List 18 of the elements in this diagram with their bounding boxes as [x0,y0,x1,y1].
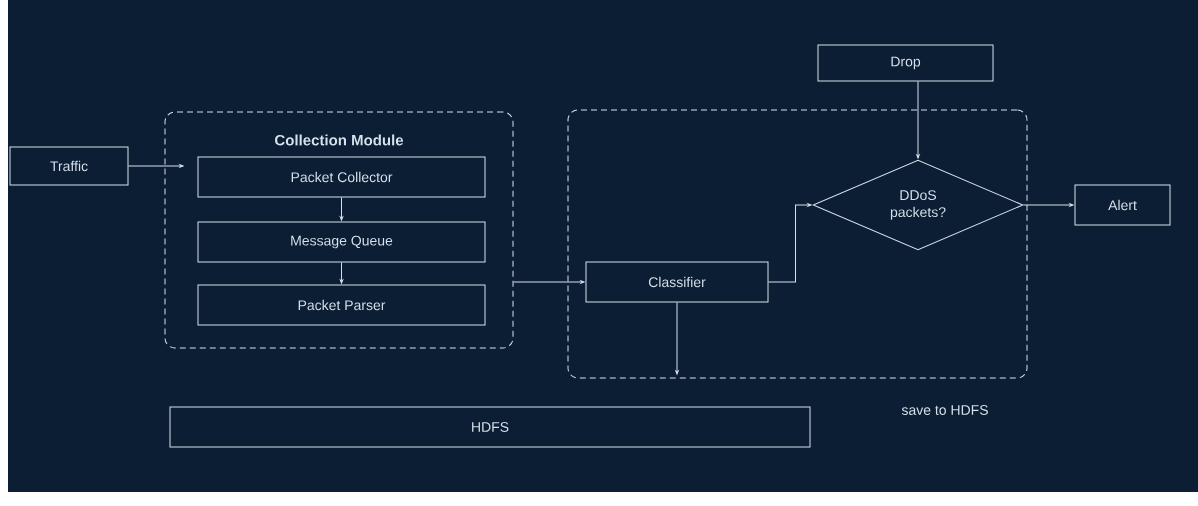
process-box: Packet Parser [197,284,486,326]
arrow [339,262,344,284]
arrow [339,197,344,221]
arrow [916,81,920,159]
process-box: Classifier [585,261,769,303]
arrow [675,302,679,375]
process-box: Message Queue [197,221,486,263]
arrow [768,203,812,283]
process-box: Packet Collector [197,156,486,198]
process-box: HDFS [169,406,811,448]
arrow [513,280,585,284]
process-box: Drop [817,44,994,82]
process-box: Alert [1074,184,1171,226]
arrow [128,164,184,168]
box-frame [567,109,1028,379]
process-box: Traffic [9,146,129,186]
caption-text: save to HDFS [901,405,988,415]
arrow [1023,203,1074,207]
